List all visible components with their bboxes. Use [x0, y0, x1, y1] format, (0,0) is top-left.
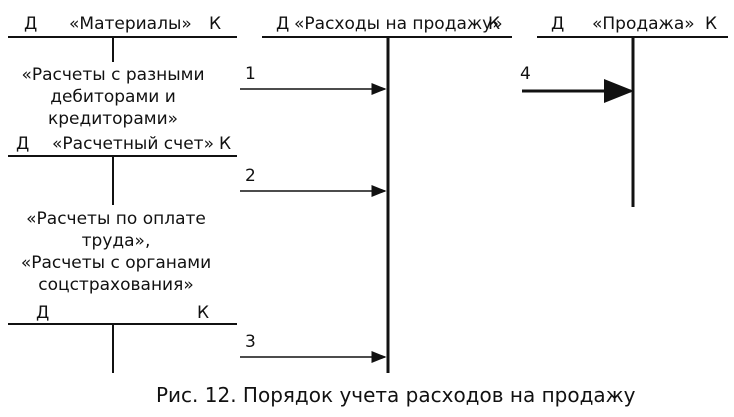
labor-debit: Д: [36, 303, 50, 323]
selling-expenses-debit: Д: [276, 14, 290, 34]
settlements-label: «Расчеты с разными дебиторами и кредитор…: [0, 64, 226, 130]
materials-title: «Материалы»: [69, 14, 192, 34]
arrow-3-label: 3: [245, 332, 256, 352]
labor-line-1: «Расчеты по оплате: [26, 209, 206, 229]
materials-credit: К: [209, 14, 222, 34]
labor-line-3: «Расчеты с органами: [20, 253, 212, 273]
current-account-debit: Д: [16, 134, 30, 154]
current-account-credit: К: [219, 134, 232, 154]
settlements-line-3: кредиторами»: [47, 109, 179, 129]
selling-expenses-title: «Расходы на продажу»: [294, 14, 503, 34]
sales-credit: К: [705, 14, 718, 34]
labor-label: «Расчеты по оплате труда», «Расчеты с ор…: [0, 208, 232, 296]
sales-title: «Продажа»: [592, 14, 695, 34]
selling-expenses-credit: К: [488, 14, 501, 34]
sales-debit: Д: [551, 14, 565, 34]
labor-credit: К: [197, 303, 210, 323]
figure-caption: Рис. 12. Порядок учета расходов на прода…: [156, 383, 636, 407]
arrow-1-label: 1: [245, 64, 256, 84]
labor-line-2: труда»,: [81, 231, 151, 251]
labor-line-4: соцстрахования»: [38, 275, 194, 295]
materials-debit: Д: [24, 14, 38, 34]
settlements-line-1: «Расчеты с разными: [21, 65, 205, 85]
current-account-title: «Расчетный счет»: [52, 134, 214, 154]
arrow-2-label: 2: [245, 166, 256, 186]
settlements-line-2: дебиторами и: [50, 87, 176, 107]
arrow-4-label: 4: [520, 64, 531, 84]
